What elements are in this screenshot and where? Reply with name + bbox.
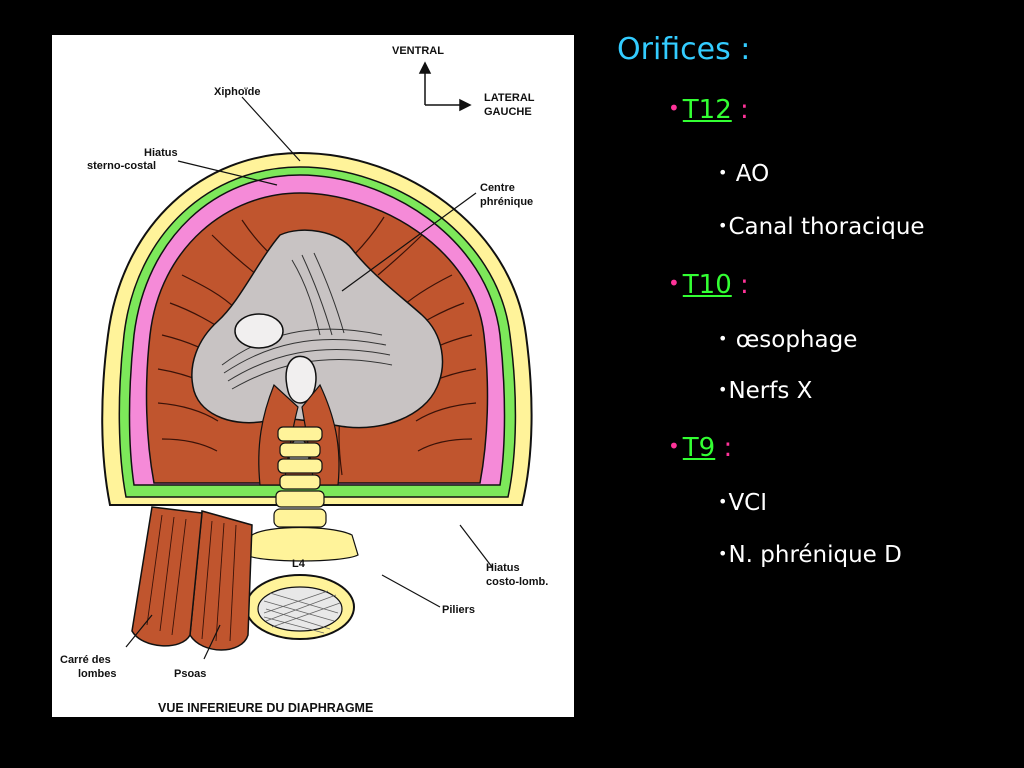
lumbar-muscle-fibers [146, 514, 237, 642]
item-text: œsophage [728, 327, 858, 353]
label-centre: Centre [480, 182, 515, 194]
level-bullet: • [668, 96, 680, 120]
caval-foramen [234, 313, 284, 349]
diaphragm-figure: L4 VENTRAL LATERAL GAUCHE Xiphoïde Hiatu… [52, 35, 574, 717]
item-bullet: • [718, 216, 728, 235]
item-bullet: • [718, 163, 728, 182]
item-canal-thoracique: •Canal thoracique [718, 214, 925, 240]
level-t10: •T10 : [668, 270, 749, 300]
level-bullet: • [668, 434, 680, 458]
item-nerfs-x: •Nerfs X [718, 378, 812, 404]
leader-lines [125, 96, 493, 660]
level-sep: : [731, 270, 749, 300]
label-piliers: Piliers [442, 604, 475, 616]
orientation-arrows [418, 61, 472, 112]
slide-title: Orifices : [617, 32, 751, 67]
label-xiphoide: Xiphoïde [214, 86, 260, 98]
item-text: Canal thoracique [728, 214, 925, 240]
level-key: T10 [682, 270, 732, 300]
level-sep: : [715, 433, 733, 463]
bone-hatching [263, 590, 341, 634]
level-t12: •T12 : [668, 95, 749, 125]
item-text: N. phrénique D [728, 542, 902, 568]
figure-caption: VUE INFERIEURE DU DIAPHRAGME [158, 701, 373, 715]
central-tendon [191, 229, 444, 429]
label-hiatus-sc-1: Hiatus [144, 147, 178, 159]
label-hiatus-sc-2: sterno-costal [87, 160, 156, 172]
esophageal-foramen [285, 355, 317, 404]
level-key: T9 [682, 433, 716, 463]
level-bullet: • [668, 271, 680, 295]
level-key: T12 [682, 95, 732, 125]
item-text: VCI [728, 490, 768, 516]
item-vci: •VCI [718, 490, 767, 516]
item-n-phrenique: •N. phrénique D [718, 542, 902, 568]
psoas-muscle [189, 510, 253, 651]
label-gauche: GAUCHE [484, 106, 532, 118]
label-carre-1: Carré des [60, 654, 111, 666]
l4-label: L4 [292, 558, 306, 570]
vertebral-column [245, 426, 359, 562]
item-bullet: • [718, 492, 728, 511]
item-bullet: • [718, 544, 728, 563]
label-ventral: VENTRAL [392, 45, 444, 57]
label-lateral: LATERAL [484, 92, 535, 104]
label-psoas: Psoas [174, 668, 206, 680]
l4-cancellous-bone [257, 586, 343, 632]
label-phrenique: phrénique [480, 196, 533, 208]
item-text: Nerfs X [728, 378, 813, 404]
label-hiatus-cl-1: Hiatus [486, 562, 520, 574]
item-bullet: • [718, 329, 728, 348]
item-oesophage: • œsophage [718, 327, 857, 353]
label-carre-2: lombes [78, 668, 117, 680]
item-bullet: • [718, 380, 728, 399]
level-t9: •T9 : [668, 433, 732, 463]
label-hiatus-cl-2: costo-lomb. [486, 576, 548, 588]
level-sep: : [731, 95, 749, 125]
item-text: AO [728, 161, 770, 187]
item-ao: • AO [718, 161, 769, 187]
diaphragm-illustration: L4 VENTRAL LATERAL GAUCHE Xiphoïde Hiatu… [60, 45, 548, 715]
